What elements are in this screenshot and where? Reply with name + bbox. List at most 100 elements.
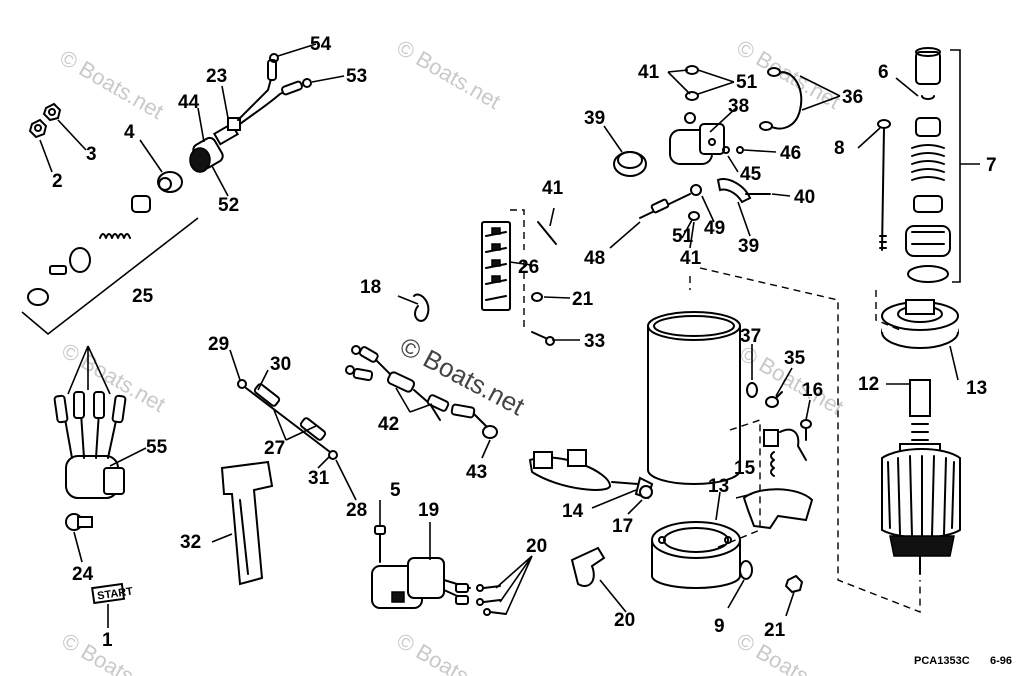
callout-48: 43: [466, 462, 487, 483]
starter-frame-icon: [647, 311, 741, 485]
callout-27: 27: [264, 438, 285, 459]
callout-45: 49: [704, 218, 725, 239]
callout-15: 16: [802, 380, 823, 401]
watermark: © Boats.net: [733, 628, 845, 676]
battery-cables: [237, 379, 338, 460]
callout-6: 6: [878, 62, 889, 83]
key-switch-icon: [371, 557, 471, 609]
callout-2: 2: [52, 171, 63, 192]
plunger-icon: [131, 195, 151, 213]
terminal-block-icon: [481, 221, 511, 311]
callout-33: 33: [584, 331, 605, 352]
assembly-dashes: [510, 209, 921, 614]
callout-51b: 51: [672, 226, 694, 247]
bracket-25: [21, 217, 199, 336]
callout-28: 28: [346, 500, 367, 521]
end-cap-13-icon: [651, 521, 741, 589]
callout-37: 38: [728, 96, 749, 117]
callout-54: 55: [146, 437, 168, 458]
watermark: © Boats.net: [56, 45, 168, 124]
nut-icon: [28, 118, 48, 139]
callout-20: 20: [614, 610, 635, 631]
callout-9: 9: [714, 616, 725, 637]
callout-4: 4: [124, 122, 135, 143]
ignition-switch-icon: [189, 117, 241, 173]
callout-50: 52: [218, 195, 239, 216]
solenoid-assembly: [53, 391, 127, 531]
spring-icon: [99, 233, 131, 239]
callout-38: 39: [584, 108, 605, 129]
nut-20-icon: [784, 574, 804, 594]
callout-30: 30: [270, 354, 291, 375]
clamp-39-icon: [716, 178, 752, 204]
callout-49: 44: [178, 92, 200, 113]
callout-26: 26: [518, 257, 539, 278]
callout-41: 41: [638, 62, 660, 83]
callout-36: 37: [740, 326, 761, 347]
drawing-code: PCA1353C: [914, 655, 970, 667]
callout-39: 39: [738, 236, 759, 257]
callout-29: 29: [208, 334, 229, 355]
callout-44: 48: [584, 248, 605, 269]
callout-25: 25: [132, 286, 154, 307]
callout-14b: 15: [734, 458, 756, 479]
callout-12: 12: [858, 374, 879, 395]
top-solenoid: [613, 112, 725, 177]
callout-47: 42: [378, 414, 399, 435]
callout-35: 36: [842, 87, 863, 108]
callout-20b: 21: [764, 620, 786, 641]
watermark: © Boats.net: [393, 35, 505, 114]
callout-19: 20: [526, 536, 547, 557]
callout-17: 18: [360, 277, 381, 298]
screw-5-icon: [374, 525, 386, 563]
callout-13: 13: [708, 476, 729, 497]
nut-icon: [42, 102, 62, 122]
armature-icon: [881, 379, 961, 575]
screw-46-icon: [537, 221, 557, 245]
callout-31: 31: [308, 468, 330, 489]
callout-46: 41: [542, 178, 564, 199]
callout-1: 1: [102, 630, 113, 651]
callout-7: 7: [986, 155, 997, 176]
bolt-8-icon: [877, 119, 891, 251]
pinion-drive-icon: [905, 47, 961, 283]
watermark: © Boats.net: [58, 628, 170, 676]
leader-lines: [39, 43, 980, 628]
watermark: © Boats.net: [393, 628, 505, 676]
callout-5: 5: [390, 480, 401, 501]
drawing-date: 6-96: [990, 655, 1012, 667]
callout-16: 17: [612, 516, 633, 537]
handle-icon: [220, 460, 274, 586]
callout-34: 35: [784, 348, 806, 369]
link-35-icon: [769, 71, 803, 130]
callout-42: 45: [740, 164, 762, 185]
callout-53: 54: [310, 34, 332, 55]
start-label-plate: START: [91, 582, 134, 605]
solenoid-leads: [61, 395, 121, 459]
wire-leads: [345, 345, 498, 439]
callout-8: 8: [834, 138, 845, 159]
clip-icon: [413, 293, 430, 322]
callout-41b: 41: [680, 248, 702, 269]
nut-21-icon: [531, 292, 543, 302]
brush-holder-icon: [742, 428, 814, 530]
end-plate-13-icon: [881, 299, 959, 349]
callout-32: 32: [180, 532, 201, 553]
callout-18: 19: [418, 500, 439, 521]
washer-51-icon: [685, 91, 699, 101]
washer-36-icon: [746, 382, 758, 398]
clamp-20-icon: [570, 546, 606, 587]
callout-43: 46: [780, 143, 801, 164]
washer-9-icon: [739, 560, 753, 580]
callout-13b: 13: [966, 378, 987, 399]
callout-labels: 2 3 4 52 44 23 54 53 25 55 24 1 29 30 27…: [52, 34, 997, 651]
callout-24: 24: [72, 564, 94, 585]
start-label: START: [97, 586, 134, 603]
key-switch-assembly: [21, 53, 312, 336]
callout-14: 14: [562, 501, 584, 522]
callout-40: 40: [794, 187, 815, 208]
callout-52: 53: [346, 66, 367, 87]
callout-23: 23: [206, 66, 227, 87]
